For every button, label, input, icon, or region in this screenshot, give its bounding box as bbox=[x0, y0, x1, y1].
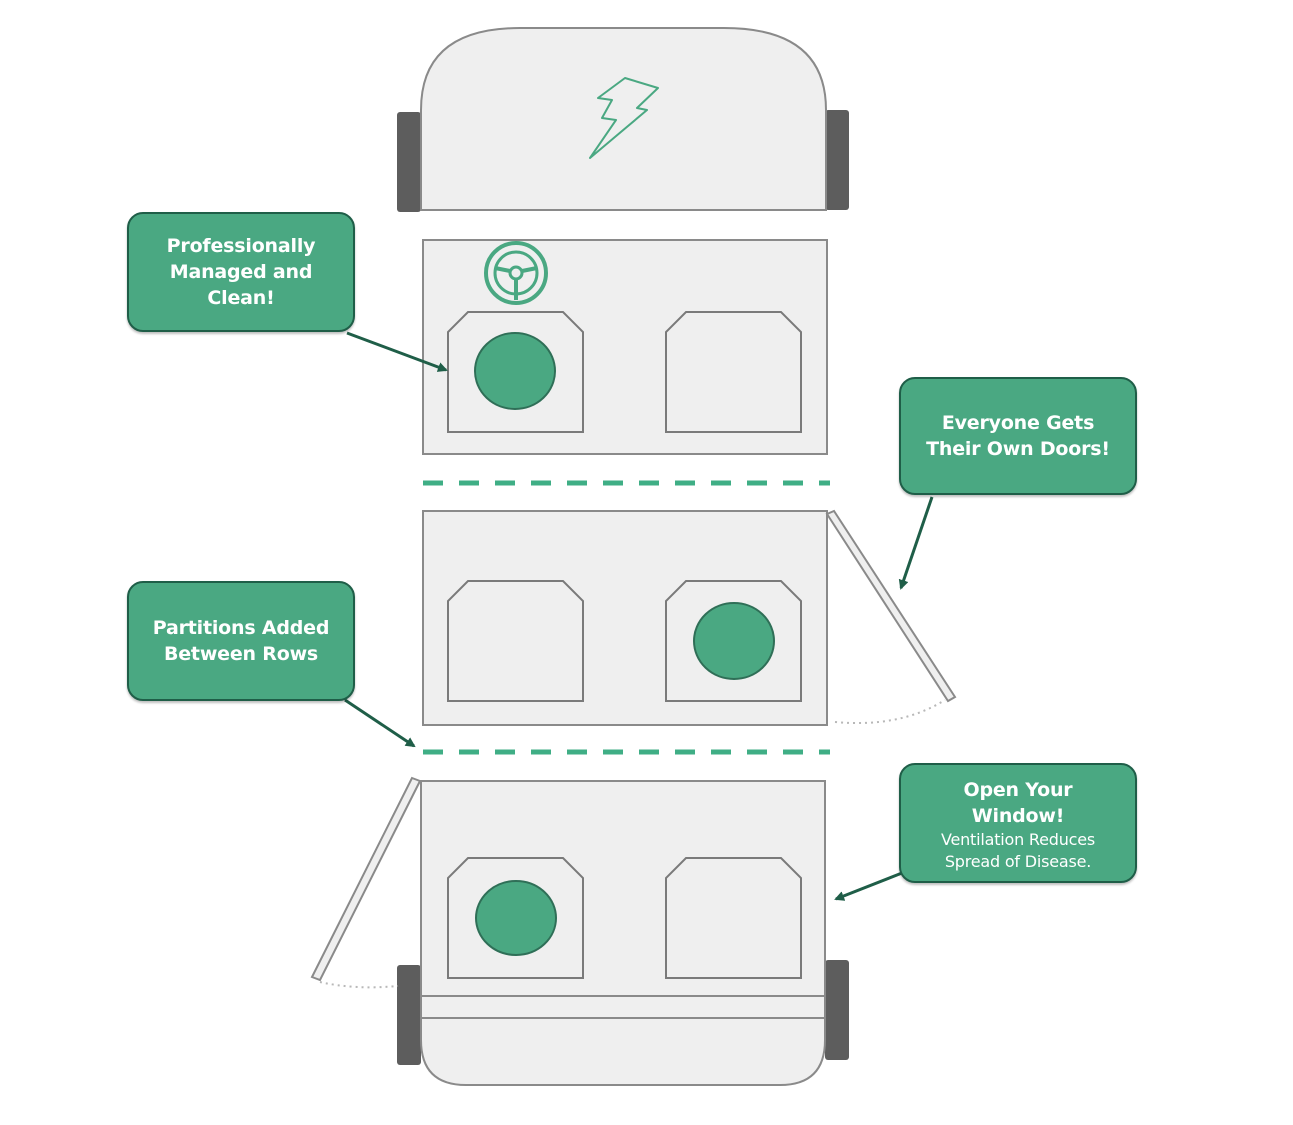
vehicle-row-middle bbox=[422, 509, 957, 726]
open-door-left bbox=[310, 776, 422, 982]
front-left-wheel bbox=[397, 112, 421, 212]
callout-own-doors-title: Everyone Gets Their Own Doors! bbox=[926, 412, 1110, 460]
callout-open-window-title: Open Your Window! bbox=[963, 779, 1073, 827]
open-door-right bbox=[825, 509, 957, 703]
steering-wheel-icon bbox=[484, 241, 548, 305]
vehicle-row-front bbox=[422, 239, 828, 455]
driver-occupant bbox=[474, 332, 556, 410]
vehicle-row-rear bbox=[310, 776, 849, 1086]
callout-professionally-managed: Professionally Managed and Clean! bbox=[127, 212, 355, 332]
rear-right-wheel bbox=[825, 960, 849, 1060]
vehicle-hood bbox=[397, 27, 849, 212]
callout-professionally-managed-title: Professionally Managed and Clean! bbox=[166, 235, 316, 309]
middle-left-seat bbox=[447, 580, 584, 702]
arrow-to-partition bbox=[344, 698, 416, 748]
rear-right-seat bbox=[665, 857, 802, 979]
middle-right-occupant bbox=[693, 602, 775, 680]
callout-open-window-subtitle: Ventilation Reduces Spread of Disease. bbox=[940, 830, 1096, 871]
arrow-to-window bbox=[834, 871, 903, 901]
rear-left-wheel bbox=[397, 965, 421, 1065]
lightning-bolt-icon bbox=[589, 77, 659, 159]
callout-partitions: Partitions Added Between Rows bbox=[127, 581, 355, 701]
arrow-to-driver bbox=[346, 331, 448, 372]
callout-open-window: Open Your Window! Ventilation Reduces Sp… bbox=[899, 763, 1137, 883]
door-swing-path-left bbox=[319, 981, 399, 989]
front-passenger-seat bbox=[665, 311, 802, 433]
arrow-to-door bbox=[898, 496, 934, 590]
door-swing-path-right bbox=[834, 699, 946, 725]
callout-partitions-title: Partitions Added Between Rows bbox=[152, 617, 330, 665]
rear-left-occupant bbox=[475, 880, 557, 956]
front-right-wheel bbox=[825, 110, 849, 210]
callout-own-doors: Everyone Gets Their Own Doors! bbox=[899, 377, 1137, 495]
